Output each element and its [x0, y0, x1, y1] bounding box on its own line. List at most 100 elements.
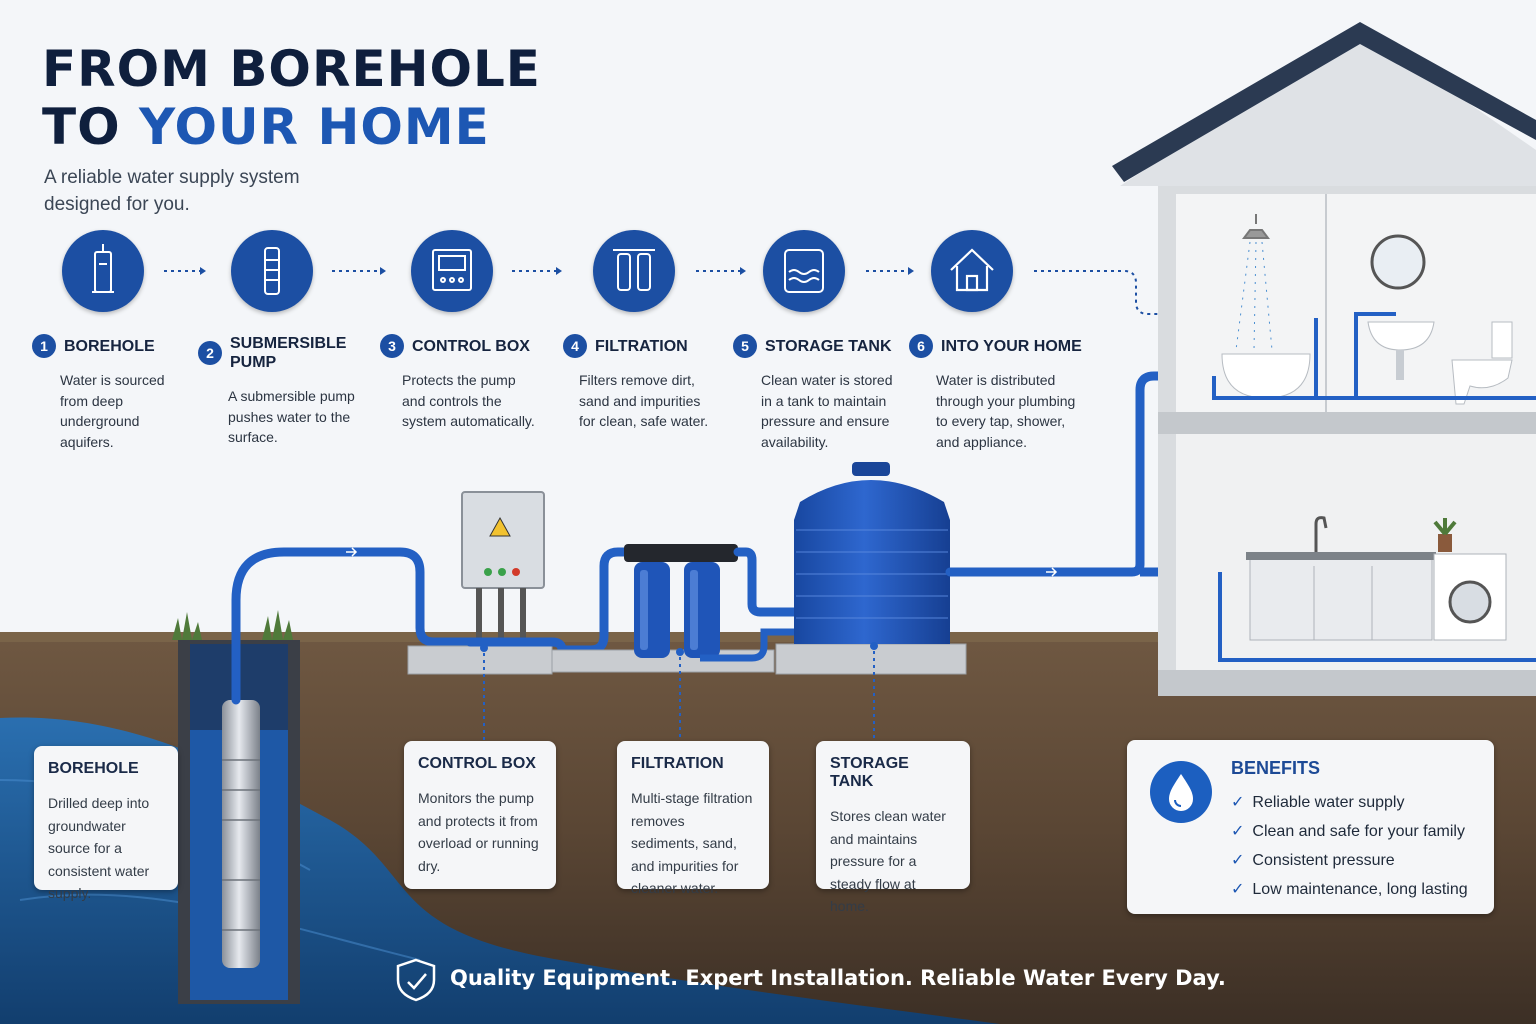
card-title: CONTROL BOX — [418, 755, 536, 772]
card-storage-tank: STORAGE TANK Stores clean water and main… — [816, 741, 970, 914]
pump-icon — [231, 230, 313, 312]
leader-dot-1 — [480, 644, 488, 652]
list-item: ✓Reliable water supply — [1231, 788, 1468, 817]
storage-tank — [794, 480, 950, 644]
control-conduit-1 — [476, 588, 482, 644]
card-title: STORAGE TANK — [830, 755, 909, 790]
list-item: ✓Low maintenance, long lasting — [1231, 875, 1468, 904]
plant-pot — [1438, 534, 1452, 552]
tank-icon — [763, 230, 845, 312]
kitchen-cabinets — [1249, 557, 1433, 641]
benefits-panel: BENEFITS ✓Reliable water supply ✓ Clean a… — [1127, 740, 1494, 914]
control-conduit-3 — [520, 588, 526, 644]
kitchen-counter — [1246, 552, 1436, 560]
step-into-your-home: 6 INTO YOUR HOME Water is distributed thr… — [909, 334, 1089, 452]
card-text: Monitors the pump and protects it from o… — [418, 790, 539, 874]
benefit-text: Consistent pressure — [1252, 852, 1395, 869]
leader-dot-3 — [870, 642, 878, 650]
step-number: 5 — [733, 334, 757, 358]
step-description: Filters remove dirt, sand and impurities… — [579, 372, 709, 429]
step-title: STORAGE TANK — [765, 337, 892, 355]
benefit-text: Reliable water supply — [1252, 794, 1405, 811]
step-description: Clean water is stored in a tank to maint… — [761, 372, 893, 450]
page-title: FROM BOREHOLE TO YOUR HOME — [42, 40, 541, 156]
title-line-1: FROM BOREHOLE — [42, 40, 541, 98]
pipe-borehole-to-control — [231, 547, 475, 705]
control-box-icon — [411, 230, 493, 312]
step-title: BOREHOLE — [64, 337, 155, 355]
pipe-control-to-filter — [465, 547, 641, 655]
filter-highlight-1 — [640, 570, 648, 650]
footer-tagline: Quality Equipment. Expert Installation. … — [450, 966, 1226, 990]
shield-icon — [396, 958, 436, 1002]
house-roof — [1112, 22, 1536, 182]
card-control-box: CONTROL BOX Monitors the pump and protec… — [404, 741, 556, 889]
control-conduit-2 — [498, 588, 504, 644]
list-item: ✓Consistent pressure — [1231, 846, 1468, 875]
step-title: CONTROL BOX — [412, 337, 530, 355]
kitchen-faucet — [1314, 516, 1328, 552]
benefit-text: Clean and safe for your family — [1252, 823, 1465, 840]
washer-door — [1448, 580, 1492, 624]
kitchen-plumbing — [1218, 572, 1536, 662]
title-line-2a: TO — [42, 98, 140, 156]
check-icon: ✓ — [1231, 823, 1245, 840]
grass-tufts — [172, 610, 293, 640]
benefits-list: ✓Reliable water supply ✓ Clean and safe f… — [1231, 788, 1468, 904]
card-title: BOREHOLE — [48, 760, 139, 777]
toilet-tank — [1491, 321, 1513, 359]
filter-manifold — [624, 544, 738, 562]
borehole-icon — [62, 230, 144, 312]
tank-base-slab — [775, 643, 967, 675]
step-description: Water is distributed through your plumbi… — [936, 372, 1076, 450]
pipe-filter-bypass — [700, 628, 794, 662]
step-title: SUBMERSIBLE PUMP — [230, 335, 347, 371]
bathroom-plumbing — [1212, 312, 1536, 400]
filter-housing-2 — [684, 562, 720, 658]
toilet-bowl — [1451, 359, 1513, 405]
step-title: INTO YOUR HOME — [941, 337, 1082, 355]
tank-lid — [852, 462, 890, 476]
filter-icon — [593, 230, 675, 312]
step-connector-arrows — [164, 270, 1162, 315]
step-title: FILTRATION — [595, 337, 688, 355]
step-number: 6 — [909, 334, 933, 358]
sink-pedestal — [1396, 350, 1404, 380]
leader-lines — [483, 644, 875, 740]
house-foundation — [1158, 670, 1536, 696]
pump-ribs — [222, 759, 260, 931]
bathroom-mirror — [1370, 234, 1426, 290]
list-item: ✓ Clean and safe for your family — [1231, 817, 1468, 846]
indicator-green — [484, 568, 492, 576]
home-icon — [931, 230, 1013, 312]
floor-slab — [1158, 412, 1536, 434]
step-submersible-pump: 2 SUBMERSIBLE PUMP A submersible pump pus… — [198, 334, 358, 448]
title-line-2b: YOUR HOME — [139, 98, 490, 156]
benefits-title: BENEFITS — [1231, 758, 1321, 778]
warning-icon — [489, 516, 511, 537]
leader-dot-2 — [676, 648, 684, 656]
indicator-green-2 — [498, 568, 506, 576]
house — [1112, 22, 1536, 696]
step-description: Water is sourced from deep underground a… — [60, 372, 165, 450]
card-borehole: BOREHOLE Drilled deep into groundwater s… — [34, 746, 178, 901]
step-borehole: 1 BOREHOLE Water is sourced from deep und… — [32, 334, 182, 452]
card-text: Drilled deep into groundwater source for… — [48, 795, 150, 901]
water-drop-icon — [1150, 761, 1212, 823]
step-description: A submersible pump pushes water to the s… — [228, 388, 355, 445]
step-description: Protects the pump and controls the syste… — [402, 372, 535, 429]
benefit-text: Low maintenance, long lasting — [1252, 881, 1468, 898]
card-filtration: FILTRATION Multi-stage filtration remove… — [617, 741, 769, 896]
flow-arrow-2 — [1046, 567, 1058, 577]
card-text: Stores clean water and maintains pressur… — [830, 808, 946, 914]
card-title: FILTRATION — [631, 755, 724, 772]
step-storage-tank: 5 STORAGE TANK Clean water is stored in a… — [733, 334, 898, 452]
shower-head — [1242, 214, 1270, 239]
step-number: 2 — [198, 341, 222, 365]
step-number: 1 — [32, 334, 56, 358]
tank-ribs — [796, 529, 948, 619]
pipe-filter-to-tank — [733, 547, 799, 617]
filter-housing-1 — [634, 562, 670, 658]
